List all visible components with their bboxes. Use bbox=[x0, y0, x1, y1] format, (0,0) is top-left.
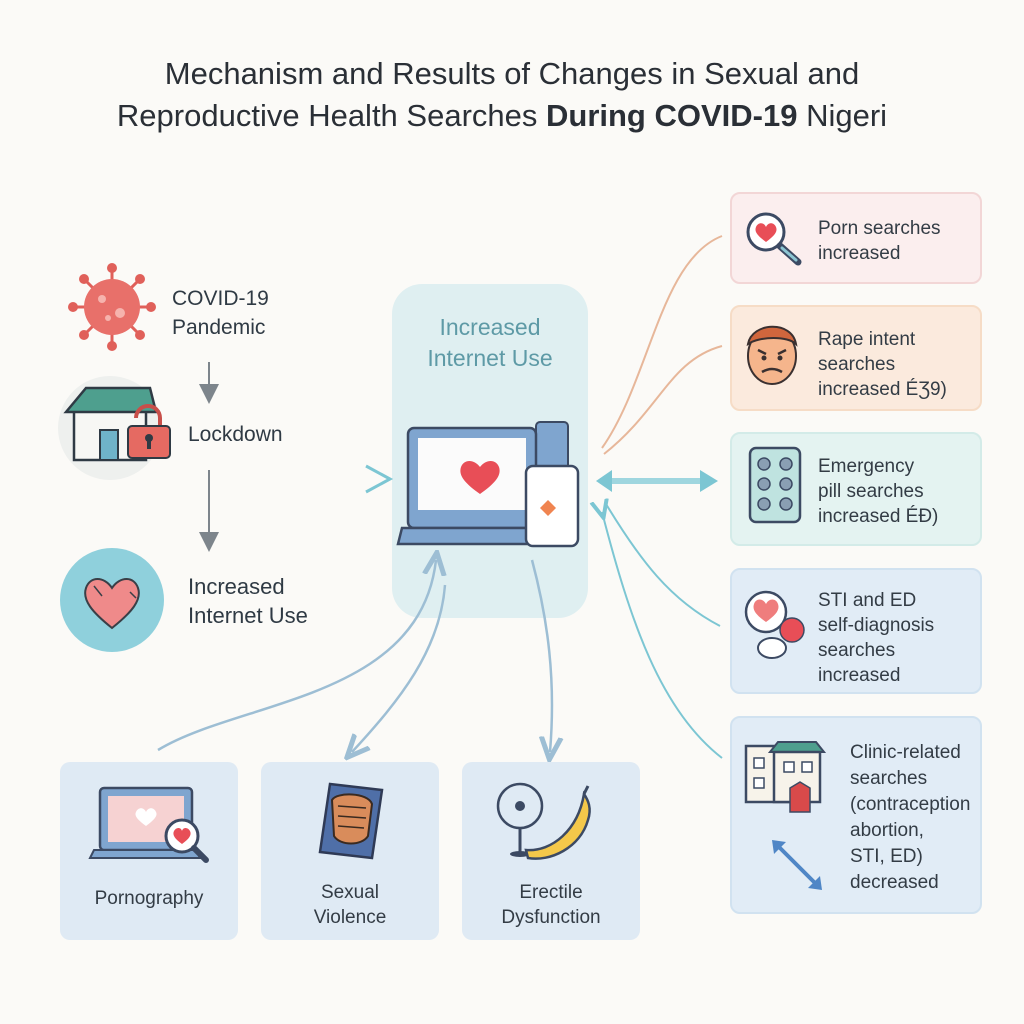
pill-pack-icon bbox=[748, 446, 802, 524]
laptop-phone-heart-icon bbox=[396, 421, 580, 548]
bottom-card-erectile-dysfunction-label: Erectile Dysfunction bbox=[501, 882, 601, 928]
title-line-2-regular: Reproductive Health Searches bbox=[116, 98, 546, 133]
curve-erectile bbox=[530, 559, 552, 752]
result-card-porn-label: Porn searches increased bbox=[818, 218, 941, 264]
bottom-card-sexual-violence-label: Sexual Violence bbox=[313, 882, 387, 928]
title-line-2-tail: Nigeri bbox=[797, 98, 888, 133]
banana-icon bbox=[496, 782, 591, 860]
center-title-text: Increased Internet Use bbox=[427, 314, 553, 371]
title-line-2: Reproductive Health Searches During COVI… bbox=[0, 98, 1014, 134]
curve-sti bbox=[605, 503, 721, 627]
locked-house-icon bbox=[58, 376, 171, 480]
heart-apple-icon bbox=[744, 590, 805, 659]
title-line-1: Mechanism and Results of Changes in Sexu… bbox=[164, 56, 860, 91]
curve-sexual-violence bbox=[352, 584, 447, 752]
heart-magnifier-icon bbox=[746, 212, 802, 266]
left-label-covid: COVID-19 Pandemic bbox=[172, 287, 269, 339]
result-card-emergency-pill-label: Emergency pill searches increased ÉĐ) bbox=[818, 456, 939, 527]
fist-icon bbox=[318, 782, 384, 860]
title-line-2-bold: During COVID-19 bbox=[546, 98, 798, 133]
heart-icon bbox=[60, 548, 164, 652]
clinic-building-icon bbox=[744, 741, 827, 890]
left-label-internet: Increased Internet Use bbox=[188, 574, 308, 628]
angry-face-icon bbox=[746, 325, 798, 385]
arrow-to-center-head bbox=[365, 464, 394, 494]
curve-pornography bbox=[157, 560, 436, 752]
curve-rape bbox=[603, 345, 723, 455]
result-card-rape-intent-label: Rape intent searches increased ÉƷ9) bbox=[818, 329, 947, 400]
laptop-magnifier-icon bbox=[88, 786, 209, 863]
left-label-lockdown: Lockdown bbox=[188, 423, 283, 446]
curve-porn bbox=[601, 235, 723, 449]
result-card-clinic-label: Clinic-related searches (contraception a… bbox=[850, 742, 971, 893]
bottom-card-pornography-label: Pornography bbox=[94, 888, 204, 909]
curve-clinic bbox=[602, 512, 723, 759]
virus-icon bbox=[68, 263, 156, 351]
result-card-sti-ed-label: STI and ED self-diagnosis searches incre… bbox=[818, 590, 935, 686]
center-title: Increased Internet Use bbox=[392, 312, 588, 374]
